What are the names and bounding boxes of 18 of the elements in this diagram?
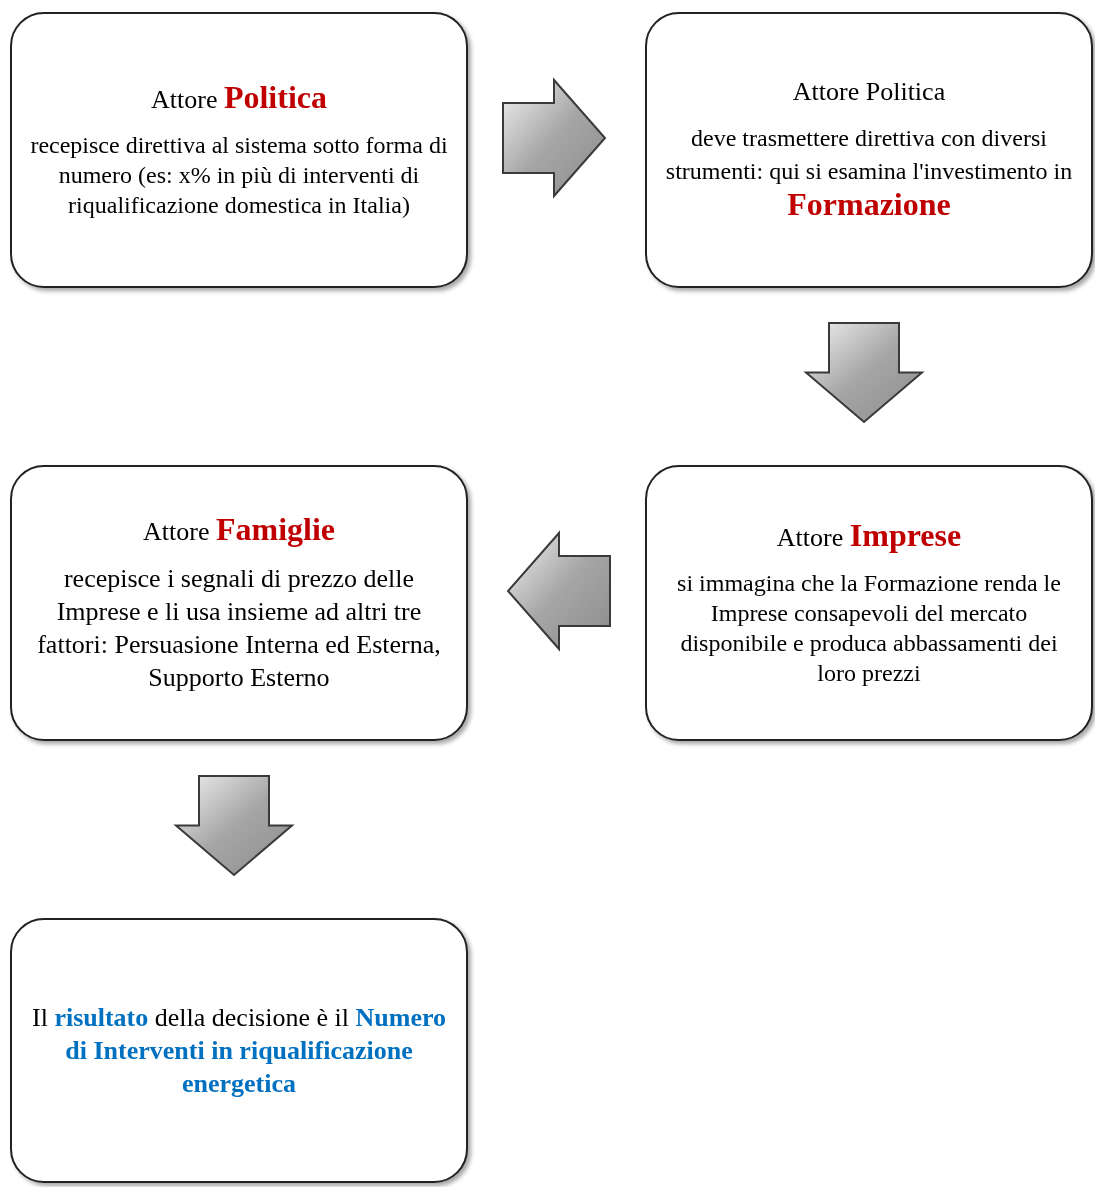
box-text: Il risultato della decisione è il Numero di Interventi in riqualificazione energetica — [31, 1002, 447, 1100]
box-heading: Attore Famiglie — [143, 512, 335, 548]
process-box — [10, 465, 468, 741]
process-box — [645, 12, 1093, 288]
process-box — [10, 12, 468, 288]
box-heading: Attore Politica — [151, 80, 327, 116]
box-heading: Attore Politica — [792, 76, 946, 108]
process-box — [645, 465, 1093, 741]
box-text: deve trasmettere direttiva con diversi strumenti: qui si esamina l'investimento in Formazione — [664, 124, 1074, 224]
block-arrow — [173, 775, 295, 877]
block-arrow — [502, 77, 607, 199]
box-heading: Attore Imprese — [776, 518, 962, 554]
block-arrow — [506, 530, 611, 652]
process-box — [10, 918, 468, 1183]
box-text: si immagina che la Formazione renda le Imprese consapevoli del mercato disponibile e produca abbassamenti dei loro prezzi — [676, 568, 1062, 688]
box-text: recepisce direttiva al sistema sotto forma di numero (es: x% in più di interventi di riqualificazione domestica in Italia) — [29, 130, 449, 220]
block-arrow — [803, 322, 925, 424]
box-text: recepisce i segnali di prezzo delle Imprese e li usa insieme ad altri tre fattori: Persuasione Interna ed Esterna, Supporto Esterno — [36, 562, 442, 694]
